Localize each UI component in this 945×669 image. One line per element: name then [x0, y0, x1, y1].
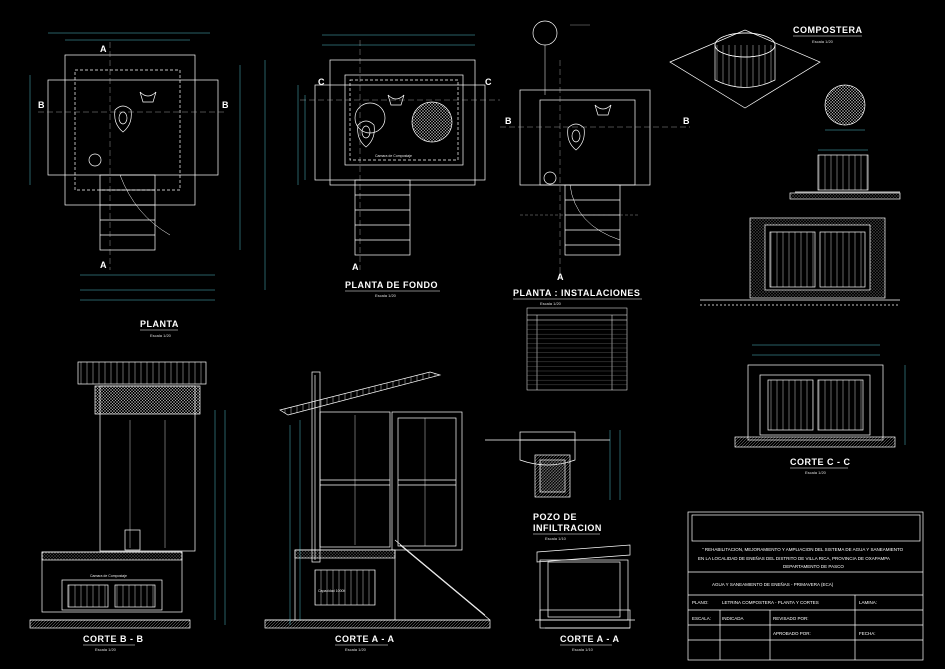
section-mark-b-inst-right: B: [683, 116, 690, 126]
tb-project-line2: EN LA LOCALIDAD DE ENEÑAS DEL DISTRITO D…: [698, 555, 890, 561]
title-corte-aa-small: CORTE A - A: [560, 634, 620, 644]
title-compostera: COMPOSTERA: [793, 25, 863, 35]
tb-aprobado-label: APROBADO POR:: [773, 631, 811, 636]
scale-corte-aa: Escala 1/20: [345, 647, 367, 652]
section-mark-c-right: C: [485, 77, 492, 87]
section-mark-a-inst: A: [557, 272, 564, 282]
title-block: [687, 511, 924, 661]
section-mark-c-left: C: [318, 77, 325, 87]
scale-planta-fondo: Escala 1/20: [375, 293, 397, 298]
tb-lamina-label: LAMINA:: [859, 600, 877, 605]
section-mark-b-left: B: [38, 100, 45, 110]
label-camara-compostaje: Camara de Compostaje: [375, 154, 412, 158]
title-corte-bb: CORTE B - B: [83, 634, 144, 644]
title-planta-fondo: PLANTA DE FONDO: [345, 280, 438, 290]
scale-planta-instalaciones: Escala 1/20: [540, 301, 562, 306]
corte-aa-small-view: [535, 544, 635, 629]
title-pozo: POZO DE: [533, 512, 577, 522]
tb-escala-label: ESCALA:: [692, 616, 711, 621]
section-mark-a-top: A: [100, 44, 107, 54]
tb-plano-label: PLANO:: [692, 600, 709, 605]
corte-bb-view: [29, 361, 226, 629]
tb-fecha-label: FECHA:: [859, 631, 876, 636]
label-camaras-bb: Camara de Compostaje: [90, 574, 127, 578]
tb-project-line3: DEPARTAMENTO DE PASCO: [783, 564, 844, 569]
planta-fondo-view: [297, 34, 500, 270]
tb-subtitle: AGUA Y SANEAMIENTO DE ENEÑAS - PRIMAVERA…: [712, 581, 834, 587]
tb-plano-value: LETRINA COMPOSTERA - PLANTA Y CORTES: [722, 600, 819, 605]
section-mark-a-bottom: A: [100, 260, 107, 270]
scale-corte-cc: Escala 1/20: [805, 470, 827, 475]
title-corte-aa: CORTE A - A: [335, 634, 395, 644]
scale-corte-bb: Escala 1/20: [95, 647, 117, 652]
title-pozo-2: INFILTRACION: [533, 523, 602, 533]
corte-aa-view: [264, 371, 491, 629]
label-capacidad: Capacidad 1000lt: [318, 589, 345, 593]
materials-legend-table: [526, 307, 628, 391]
planta-instalaciones-view: [500, 20, 690, 278]
title-planta: PLANTA: [140, 319, 179, 329]
tb-project-line1: " REHABILITACION, MEJORAMIENTO Y AMPLIAC…: [702, 547, 904, 552]
corte-cc-view: [700, 217, 906, 448]
title-planta-instalaciones: PLANTA : INSTALACIONES: [513, 288, 640, 298]
tb-escala-value: INDICADA: [722, 616, 744, 621]
pozo-infiltracion-view: [485, 430, 621, 500]
title-corte-cc: CORTE C - C: [790, 457, 851, 467]
section-mark-b-inst-left: B: [505, 116, 512, 126]
scale-corte-aa-small: Escala 1/10: [572, 647, 594, 652]
scale-compostera: Escala 1/20: [812, 39, 834, 44]
scale-pozo: Escala 1/10: [545, 536, 567, 541]
scale-planta: Escala 1/20: [150, 333, 172, 338]
section-mark-b-right: B: [222, 100, 229, 110]
compostera-view: [669, 29, 901, 200]
section-mark-a-fondo: A: [352, 262, 359, 272]
tb-revisado-label: REVISADO POR:: [773, 616, 809, 621]
planta-view: [29, 32, 266, 301]
legend-rows: [527, 324, 627, 385]
